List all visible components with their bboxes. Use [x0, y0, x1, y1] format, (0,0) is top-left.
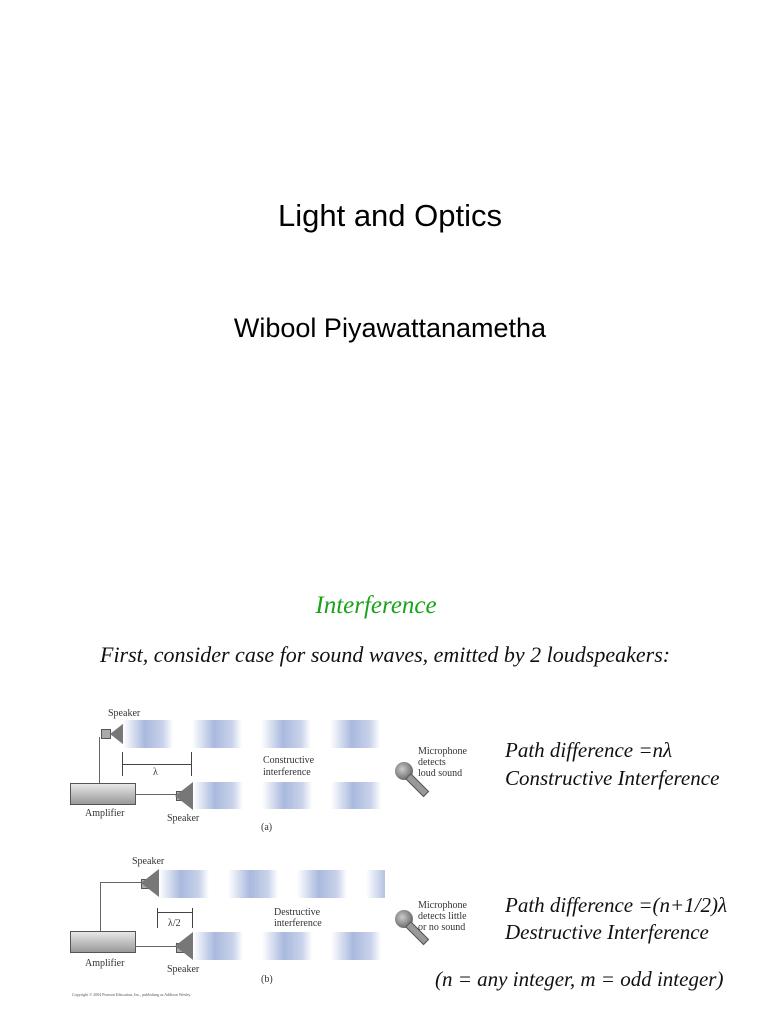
speaker-label: Speaker — [167, 813, 200, 824]
interference-heading: Interference — [315, 592, 437, 619]
constructive-equation: Path difference =nλ — [505, 738, 673, 762]
wavelength-label: λ — [153, 767, 158, 778]
destructive-label: Destructive Interference — [505, 920, 709, 944]
destructive-equation: Path difference =(n+1/2)λ — [505, 893, 728, 917]
mic-label: or no sound — [418, 922, 466, 933]
figure-caption: (a) — [261, 822, 273, 833]
mic-label: Microphone — [418, 746, 467, 757]
constructive-label: Constructive Interference — [505, 766, 720, 790]
speaker-label: Speaker — [167, 964, 200, 975]
amplifier-icon — [70, 931, 136, 953]
center-label: Constructive — [263, 755, 315, 766]
wave-band — [193, 782, 396, 809]
intro-text: First, consider case for sound waves, em… — [100, 642, 671, 667]
amplifier-label: Amplifier — [85, 808, 125, 819]
wave-band — [159, 870, 385, 898]
amplifier-label: Amplifier — [85, 958, 125, 969]
right-text-area: Path difference =nλ Constructive Interfe… — [435, 738, 728, 991]
mic-label: detects — [418, 757, 446, 768]
speaker-label: Speaker — [132, 856, 165, 867]
integer-note: (n = any integer, m = odd integer) — [435, 967, 724, 991]
center-label: interference — [263, 767, 311, 778]
mic-label: loud sound — [418, 768, 463, 779]
wave-band — [193, 932, 396, 960]
figure-caption: (b) — [261, 974, 273, 985]
slide-author: Wibool Piyawattanametha — [233, 313, 547, 343]
wave-band — [123, 720, 396, 748]
copyright-text: Copyright © 2004 Pearson Education, Inc.… — [72, 992, 192, 997]
mic-label: Microphone — [418, 900, 467, 911]
center-label: interference — [274, 918, 322, 929]
mic-label: detects little — [418, 911, 467, 922]
center-label: Destructive — [274, 907, 321, 918]
wavelength-label: λ/2 — [168, 918, 181, 929]
speaker-label: Speaker — [108, 708, 141, 719]
slide-title: Light and Optics — [277, 198, 503, 233]
